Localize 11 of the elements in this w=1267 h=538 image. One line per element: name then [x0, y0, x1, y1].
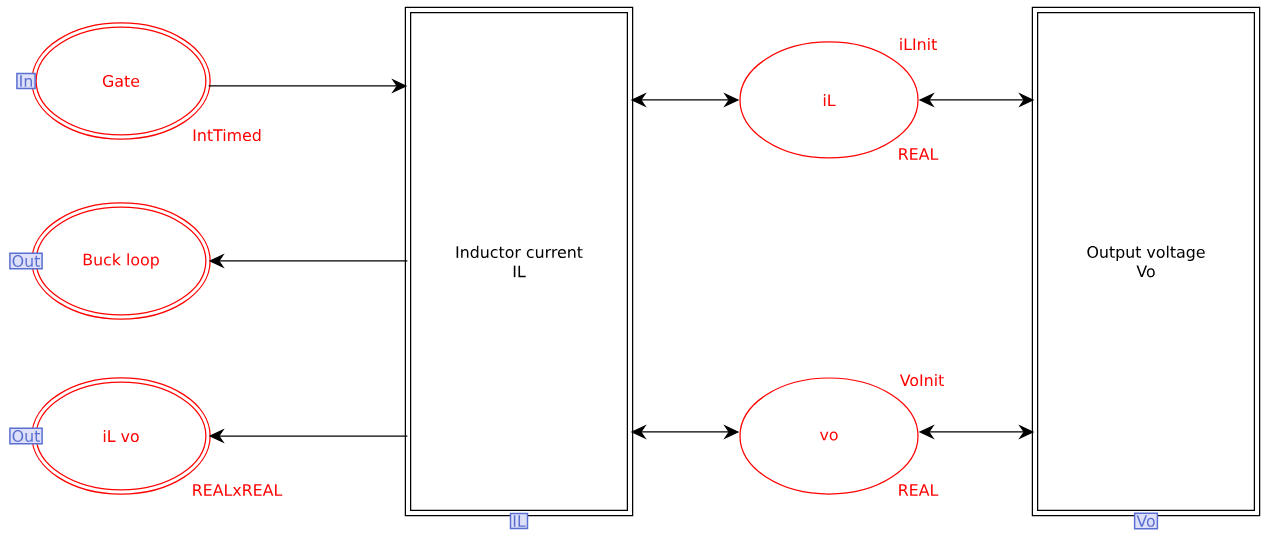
port-tag: IL [509, 512, 529, 530]
place-inscription: IntTimed [193, 128, 261, 142]
place-inscription: VoInit [899, 373, 944, 387]
place-inscription: REALxREAL [193, 484, 283, 496]
port-tag: Out [9, 427, 43, 445]
port-tag: In [16, 72, 36, 90]
place-inscription: iLInit [900, 38, 937, 50]
port-tag: Vo [1133, 512, 1159, 530]
place-inscription: REAL [899, 148, 939, 160]
port-tag: Out [9, 252, 43, 270]
place-inscription: REAL [899, 484, 939, 496]
